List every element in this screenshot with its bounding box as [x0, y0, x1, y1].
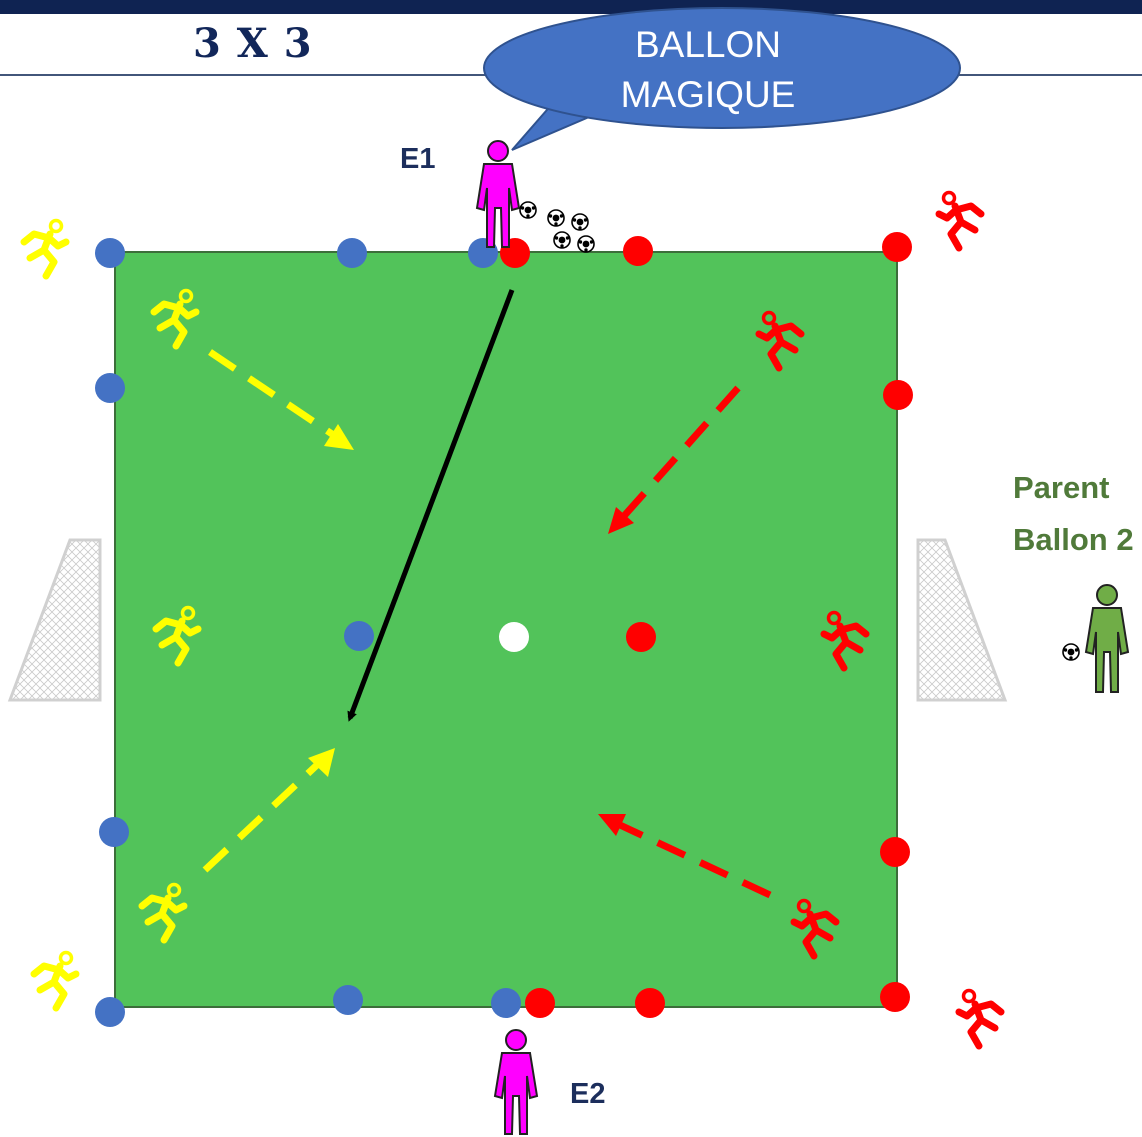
parent-label: Parent — [1013, 470, 1109, 506]
blue-cone — [337, 238, 367, 268]
blue-cone — [95, 997, 125, 1027]
parent-ball-label: Ballon 2 — [1013, 522, 1134, 558]
blue-cone — [95, 238, 125, 268]
red-cone — [525, 988, 555, 1018]
goal-left — [10, 540, 100, 700]
coach-label-e1: E1 — [400, 143, 435, 176]
red-cone — [623, 236, 653, 266]
page-title: 3 X 3 — [193, 20, 313, 67]
red-cone — [882, 232, 912, 262]
blue-cone — [95, 373, 125, 403]
coach-icon-e1 — [477, 141, 519, 247]
bubble-line-2: MAGIQUE — [588, 70, 828, 120]
goal-right — [918, 540, 1005, 700]
red-cone — [626, 622, 656, 652]
coach-label-e2: E2 — [570, 1078, 605, 1111]
bubble-line-1: BALLON — [588, 20, 828, 70]
blue-cone — [491, 988, 521, 1018]
coach-icon-e2 — [495, 1030, 537, 1134]
red-cone — [883, 380, 913, 410]
parent-icon — [1086, 585, 1128, 692]
blue-cone — [344, 621, 374, 651]
red-cone — [880, 837, 910, 867]
blue-cone — [333, 985, 363, 1015]
blue-cone — [99, 817, 129, 847]
red-cone — [635, 988, 665, 1018]
speech-bubble-text: BALLON MAGIQUE — [588, 20, 828, 120]
red-cone — [880, 982, 910, 1012]
center-cone — [499, 622, 529, 652]
